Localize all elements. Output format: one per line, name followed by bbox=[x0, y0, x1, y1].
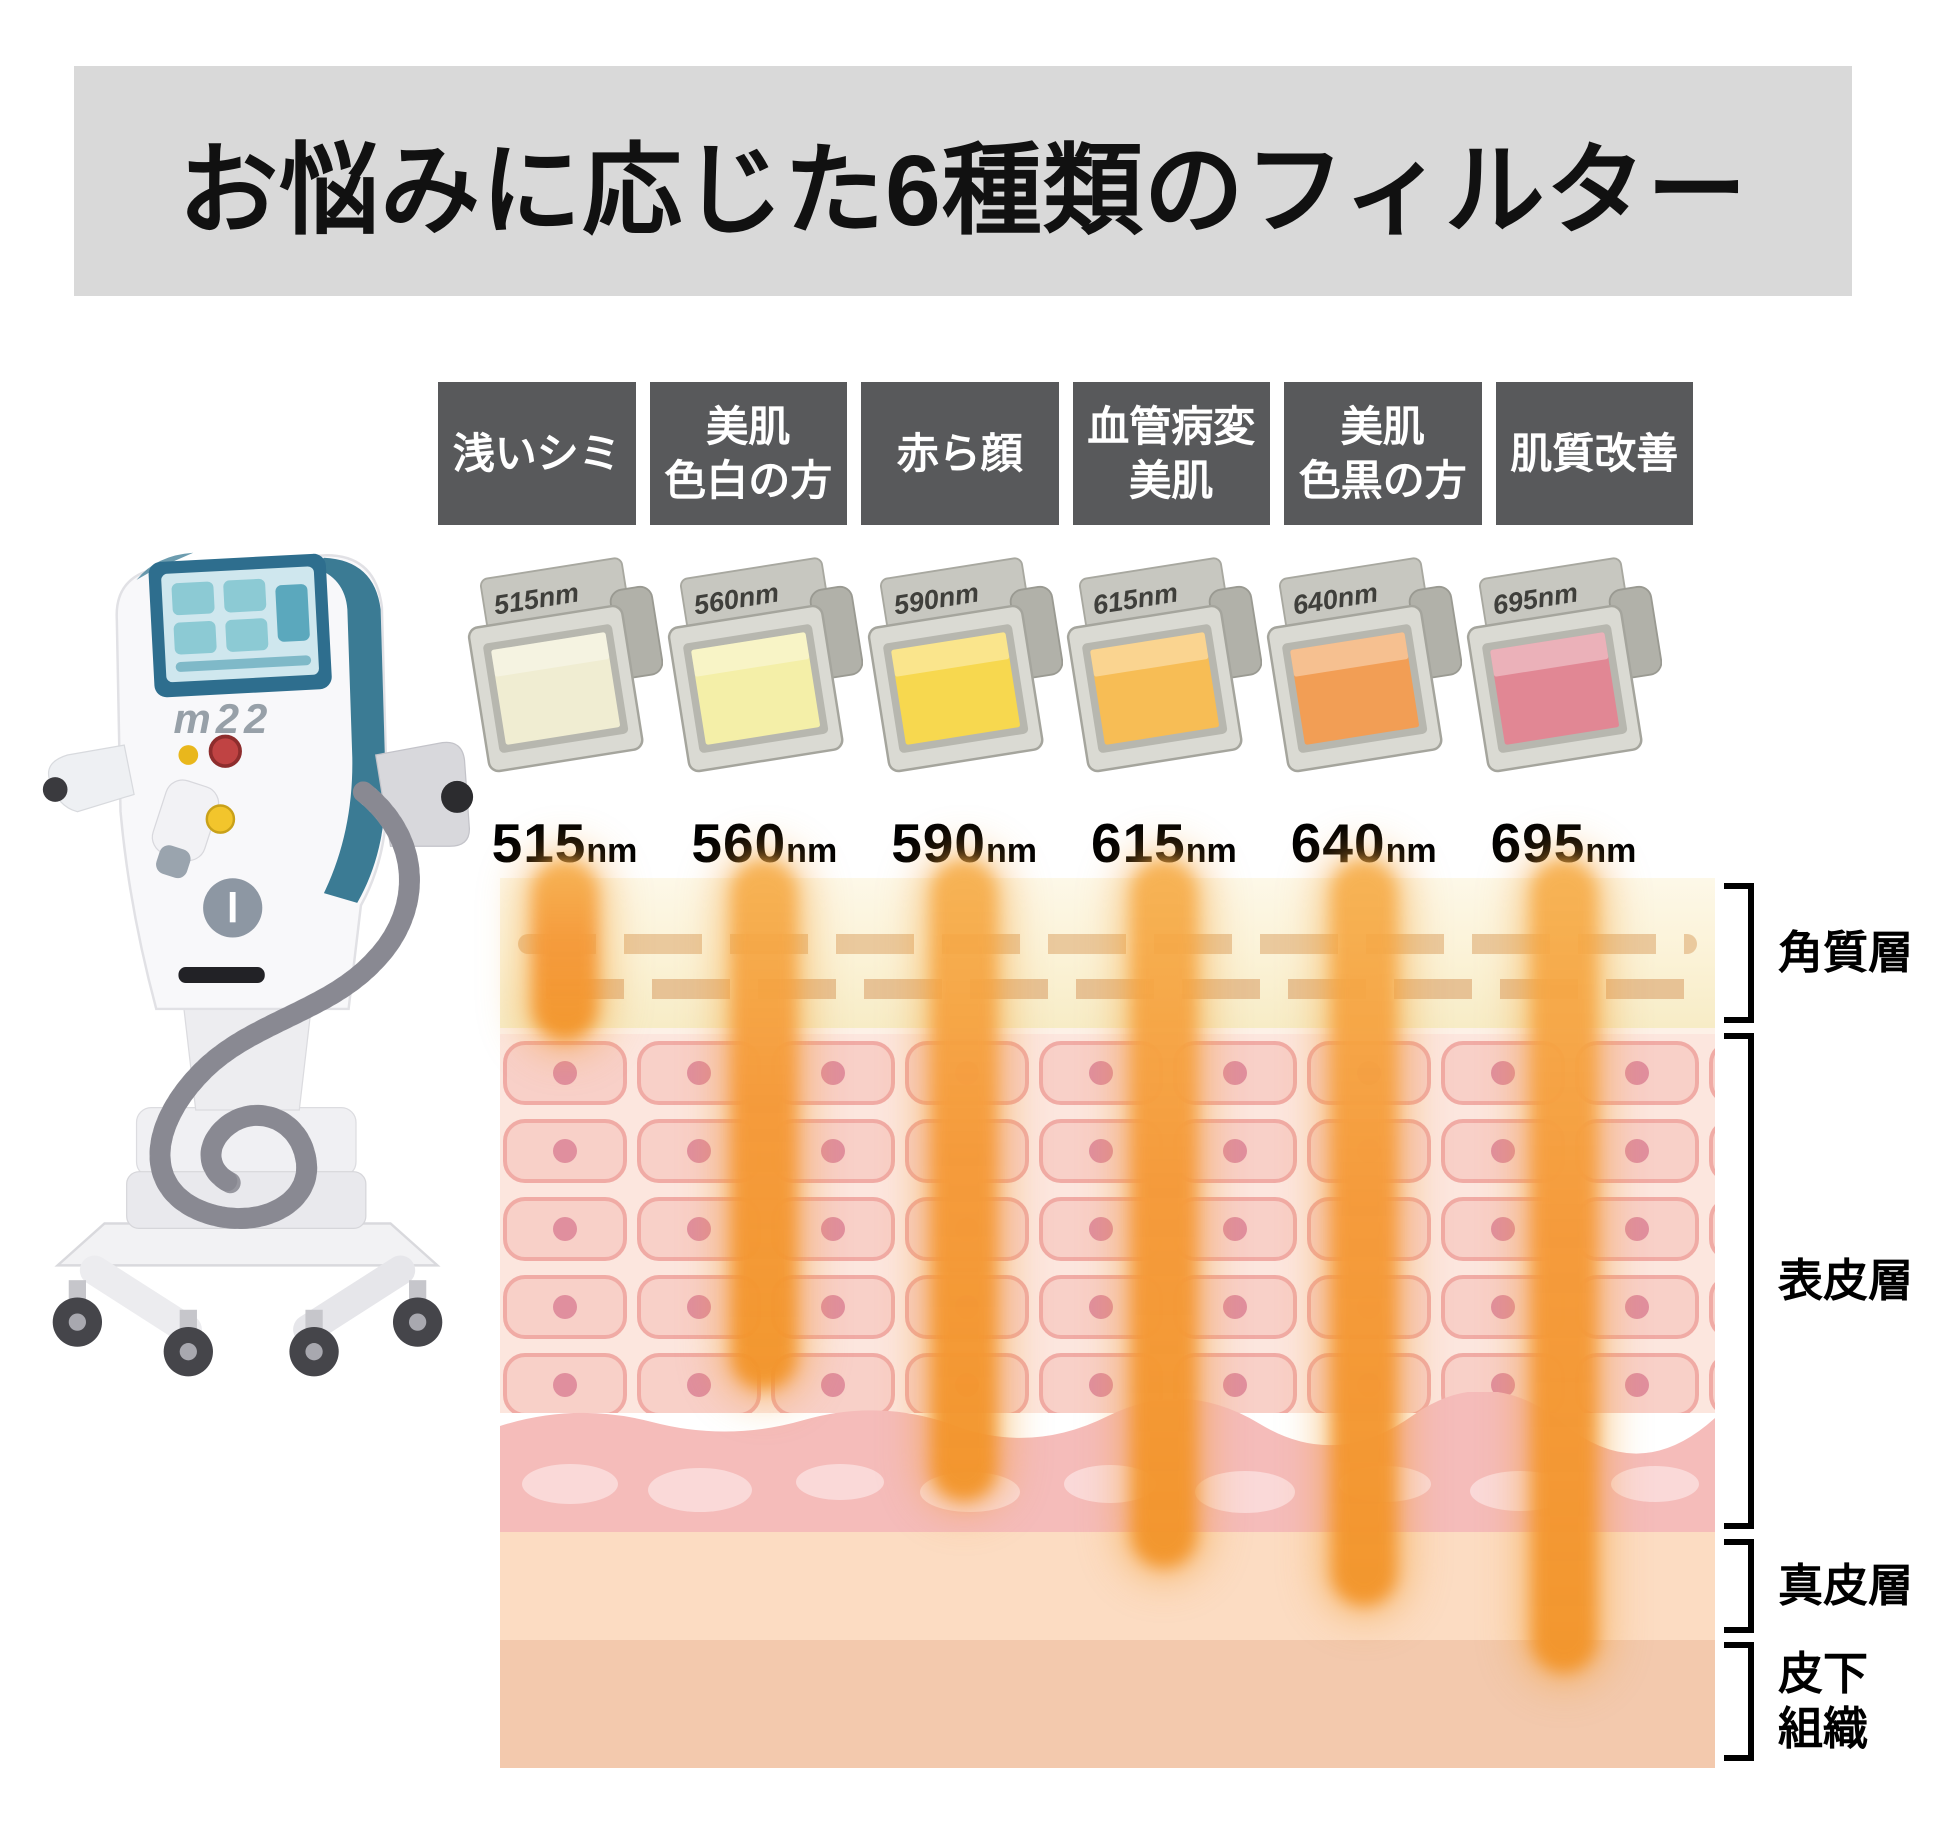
filter-glass-sheen bbox=[1090, 632, 1209, 677]
filter-glass bbox=[1490, 632, 1619, 745]
title-banner: お悩みに応じた6種類のフィルター bbox=[74, 66, 1852, 296]
concern-box: 血管病変美肌 bbox=[1072, 382, 1270, 525]
concern-label-line: 色白の方 bbox=[664, 456, 833, 504]
stratum-texture bbox=[518, 979, 1697, 999]
device-vent bbox=[178, 967, 265, 984]
wavelength-unit: nm bbox=[1385, 832, 1437, 870]
filter-glass-sheen bbox=[491, 632, 610, 677]
filter-handpiece: 615nm bbox=[1065, 550, 1263, 803]
filter-handpiece: 590nm bbox=[866, 550, 1063, 803]
filter-handpiece-graphic: 615nm bbox=[1067, 557, 1263, 773]
light-beam-515nm bbox=[531, 860, 598, 1041]
filter-handpiece-graphic: 640nm bbox=[1267, 557, 1463, 773]
filter-glass-sheen bbox=[890, 632, 1009, 677]
concern-label-line: 血管病変 bbox=[1087, 402, 1256, 450]
wavelength-unit: nm bbox=[586, 832, 638, 870]
device-base bbox=[54, 1222, 441, 1345]
layer-bracket bbox=[1724, 1539, 1754, 1633]
light-beam-695nm bbox=[1530, 860, 1597, 1673]
skin-layer-epidermis bbox=[500, 1028, 1715, 1413]
filter-glass bbox=[1090, 632, 1220, 745]
filter-handpiece: 640nm bbox=[1265, 550, 1463, 803]
filter-glass bbox=[1290, 632, 1420, 745]
wavelength-unit: nm bbox=[1585, 832, 1637, 870]
device-button-red bbox=[208, 734, 242, 768]
layer-label: 真皮層 bbox=[1778, 1559, 1914, 1611]
layer-label: 表皮層 bbox=[1778, 1254, 1914, 1306]
epidermis-cell-pattern bbox=[500, 1034, 1715, 1413]
filter-glass bbox=[491, 632, 620, 745]
concern-box: 美肌色白の方 bbox=[649, 382, 847, 525]
concern-label-line: 浅いシミ bbox=[452, 429, 621, 477]
concern-box: 赤ら顔 bbox=[861, 382, 1059, 525]
device-model-label: m22 bbox=[174, 695, 273, 742]
wavelength-row: 515nm 560nm 590nm 615nm 640nm 695nm bbox=[466, 811, 1662, 875]
concern-label-line: 美肌 bbox=[1340, 402, 1425, 450]
skin-layer-subcutis bbox=[500, 1640, 1715, 1768]
layer-bracket bbox=[1724, 1033, 1754, 1529]
concern-box: 美肌色黒の方 bbox=[1284, 382, 1482, 525]
device-accent-panel bbox=[314, 557, 386, 903]
wavelength-unit: nm bbox=[786, 832, 838, 870]
filter-handpiece-graphic: 560nm bbox=[667, 557, 863, 773]
filter-handpiece-graphic: 590nm bbox=[867, 557, 1063, 773]
concern-label-line: 色黒の方 bbox=[1298, 456, 1467, 504]
light-beam-615nm bbox=[1130, 860, 1197, 1568]
concern-box: 浅いシミ bbox=[438, 382, 636, 525]
filter-handpiece-graphic: 695nm bbox=[1466, 557, 1662, 773]
page-title: お悩みに応じた6種類のフィルター bbox=[178, 134, 1748, 247]
filter-row: 515nm 560nm 590nm bbox=[466, 550, 1662, 806]
wavelength-unit: nm bbox=[985, 832, 1037, 870]
light-beam-640nm bbox=[1330, 860, 1397, 1606]
caster-wheels bbox=[52, 1280, 443, 1377]
light-beam-590nm bbox=[931, 860, 998, 1501]
filter-handpiece: 695nm bbox=[1465, 550, 1662, 803]
concern-label-line: 美肌 bbox=[706, 402, 791, 450]
layer-bracket bbox=[1724, 1642, 1754, 1761]
filter-glass-sheen bbox=[1290, 632, 1409, 677]
device-side-knob bbox=[42, 777, 68, 802]
skin-layer-dermis bbox=[500, 1532, 1715, 1640]
light-beam-560nm bbox=[731, 860, 798, 1390]
beam-layer bbox=[500, 860, 1715, 1768]
device-photo: m22 l bbox=[42, 552, 474, 1377]
device-hose bbox=[149, 781, 420, 1229]
device-screen bbox=[148, 553, 332, 698]
concern-label-line: 赤ら顔 bbox=[896, 429, 1023, 477]
skin-layer-stratum-corneum bbox=[500, 878, 1715, 1028]
filter-glass bbox=[691, 632, 820, 745]
concern-label-line: 美肌 bbox=[1129, 456, 1214, 504]
device-button-yellow bbox=[205, 804, 236, 834]
wavelength-unit: nm bbox=[1185, 832, 1237, 870]
device-logo: l bbox=[203, 878, 263, 938]
device-logo-letter: l bbox=[227, 885, 239, 932]
layer-bracket bbox=[1724, 883, 1754, 1023]
filter-handpiece: 560nm bbox=[666, 550, 863, 803]
concern-box: 肌質改善 bbox=[1495, 382, 1693, 525]
device-button-yellow-small bbox=[178, 745, 199, 765]
filter-glass-sheen bbox=[691, 632, 809, 677]
filter-glass bbox=[890, 632, 1020, 745]
layer-label: 皮下組織 bbox=[1778, 1647, 1869, 1754]
concern-label-line: 肌質改善 bbox=[1510, 429, 1679, 477]
stratum-texture bbox=[518, 934, 1697, 954]
concern-row: 浅いシミ美肌色白の方赤ら顔血管病変美肌美肌色黒の方肌質改善 bbox=[438, 382, 1693, 525]
layer-label: 角質層 bbox=[1778, 926, 1914, 978]
cradle-knob bbox=[441, 780, 474, 813]
filter-handpiece: 515nm bbox=[466, 550, 663, 803]
device-handpiece bbox=[151, 779, 220, 879]
filter-glass-sheen bbox=[1490, 632, 1609, 677]
skin-diagram bbox=[500, 860, 1715, 1768]
filter-handpiece-graphic: 515nm bbox=[467, 557, 663, 773]
